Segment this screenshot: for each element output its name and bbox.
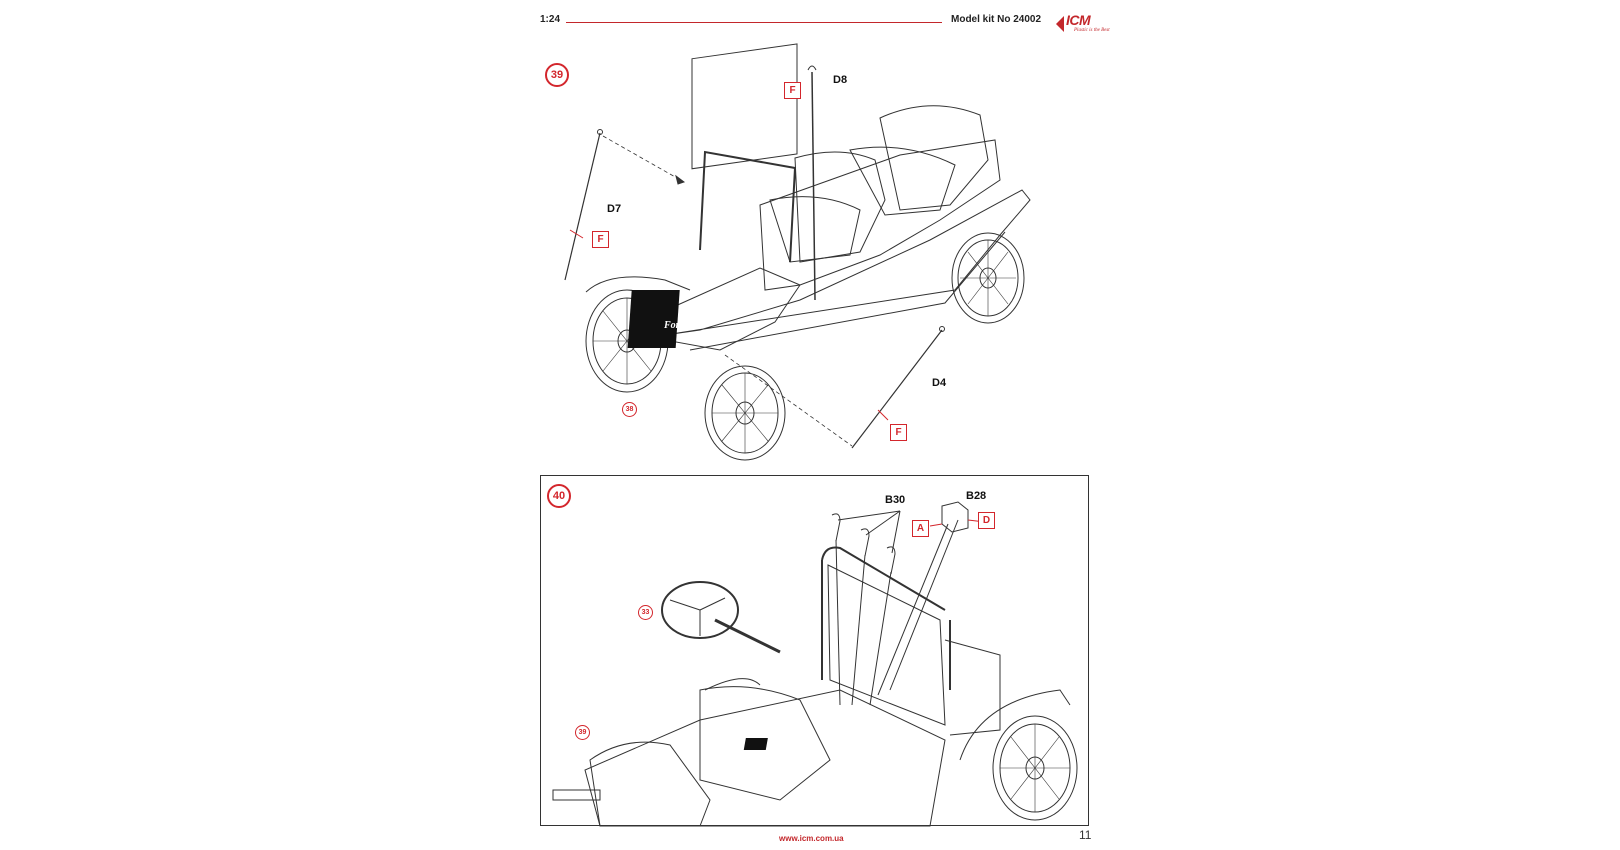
floor-badge: Ford [880,737,895,745]
footer-url[interactable]: www.icm.com.ua [779,834,844,843]
radiator-badge: Ford [664,320,685,331]
brand-tagline: Plastic is the Best [1074,28,1110,33]
brand-name: ICM [1066,12,1091,28]
kit-number: Model kit No 24002 [951,14,1042,25]
part-b30: B30 [885,494,906,506]
a-tag: A [912,520,929,537]
icm-logo: ICM Plastic is the Best [1054,12,1110,36]
part-b28: B28 [966,490,987,502]
page-number: 11 [1079,828,1092,842]
step-39-badge: 39 [545,63,569,87]
f-tag-d7: F [592,231,609,248]
header-rule [566,22,942,23]
ref-step-38: 38 [622,402,637,417]
d-tag: D [978,512,995,529]
f-tag-d4: F [890,424,907,441]
ref-step-33: 33 [638,605,653,620]
scale-label: 1:24 [540,14,561,25]
logo-mark-icon [1056,16,1064,32]
step-40-badge: 40 [547,484,571,508]
part-d8: D8 [833,74,848,86]
step-40-panel [540,475,1089,826]
ref-step-39: 39 [575,725,590,740]
f-tag-d8: F [784,82,801,99]
part-d4: D4 [932,377,947,389]
part-d7: D7 [607,203,622,215]
